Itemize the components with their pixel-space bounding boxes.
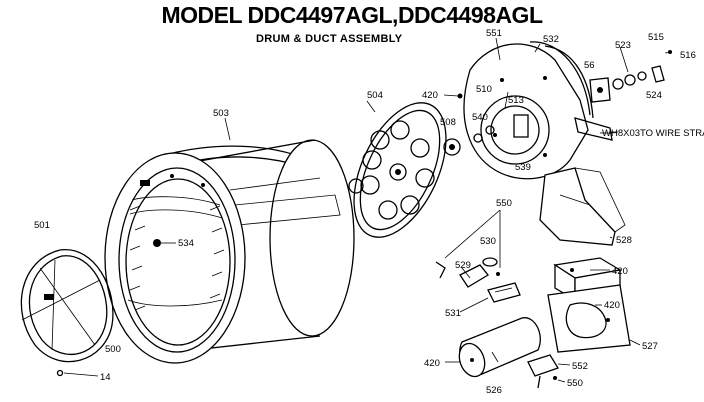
label-534: 534 [178, 238, 194, 249]
label-503: 503 [213, 108, 229, 119]
label-420-top: 420 [422, 90, 438, 101]
diagram-subtitle: DRUM & DUCT ASSEMBLY [256, 33, 403, 45]
label-420-right: 420 [604, 300, 620, 311]
diagram-title: MODEL DDC4497AGL,DDC4498AGL [161, 2, 543, 28]
label-531: 531 [445, 308, 461, 319]
label-540: 540 [472, 112, 488, 123]
label-550-bottom: 550 [567, 378, 583, 389]
rear-bulkhead [348, 100, 447, 238]
label-504: 504 [367, 90, 383, 101]
label-523: 523 [615, 40, 631, 51]
label-551: 551 [486, 28, 502, 39]
pulley-parts [443, 93, 495, 156]
label-529: 529 [455, 260, 471, 271]
bracket-parts [589, 50, 673, 103]
label-528: 528 [616, 235, 632, 246]
label-527: 527 [642, 341, 658, 352]
label-14: 14 [100, 372, 111, 383]
label-550-mid: 550 [496, 198, 512, 209]
label-516: 516 [680, 50, 696, 61]
label-532: 532 [543, 34, 559, 45]
label-56: 56 [584, 60, 595, 71]
part-labels: 503 504 501 500 534 14 420 551 532 510 5… [34, 28, 704, 396]
label-501: 501 [34, 220, 50, 231]
heater-box [547, 257, 631, 353]
label-510: 510 [476, 84, 492, 95]
label-508: 508 [440, 117, 456, 128]
label-552: 552 [572, 361, 588, 372]
label-420-bottom: 420 [424, 358, 440, 369]
switch-part [527, 354, 559, 389]
drum [104, 139, 355, 364]
capacitor [458, 317, 541, 378]
label-wire-strap: WH8X03TO WIRE STRAP [602, 128, 704, 139]
label-420-right-top: 420 [612, 266, 628, 277]
blower-housing [463, 41, 626, 246]
leader-lines [224, 37, 641, 383]
label-513: 513 [508, 95, 524, 106]
label-530: 530 [480, 236, 496, 247]
label-526: 526 [486, 385, 502, 396]
door-ring [20, 249, 114, 377]
label-515: 515 [648, 32, 664, 43]
label-539: 539 [515, 162, 531, 173]
label-524: 524 [646, 90, 662, 101]
thermostat-parts [435, 257, 521, 303]
label-500: 500 [105, 344, 121, 355]
